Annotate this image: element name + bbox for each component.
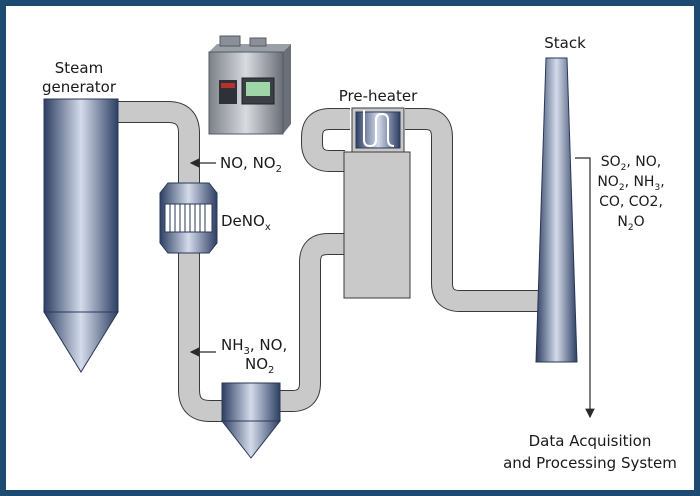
stack-label: Stack	[544, 34, 586, 52]
steam-generator	[43, 98, 119, 373]
pre-heater-label: Pre-heater	[339, 87, 418, 105]
steam-generator-label-line2: generator	[42, 78, 117, 96]
analyzer-cabinet-icon	[208, 35, 291, 135]
denox-reactor	[159, 182, 218, 254]
steam-generator-label-line1: Steam	[55, 59, 103, 77]
ash-hopper	[220, 382, 282, 459]
pre-heater	[351, 107, 405, 153]
upstream-sample-label: NO, NO2	[220, 154, 282, 175]
stack	[535, 57, 578, 363]
downstream-sample-label-line1: NH3, NO,	[221, 336, 287, 357]
stack-gases-line1: SO2, NO,	[601, 154, 661, 173]
daq-label-line2: and Processing System	[503, 454, 677, 472]
stack-sample-line	[575, 157, 595, 419]
stack-gases-line4: N2O	[617, 214, 644, 233]
daq-label-line1: Data Acquisition	[529, 432, 652, 450]
flue-gas-duct	[115, 101, 545, 422]
stack-gases-line2: NO2, NH3,	[597, 174, 664, 193]
stack-gases-line3: CO, CO2,	[599, 194, 663, 210]
denox-label: DeNOx	[221, 212, 271, 233]
downstream-sample-label-line2: NO2	[245, 355, 274, 376]
